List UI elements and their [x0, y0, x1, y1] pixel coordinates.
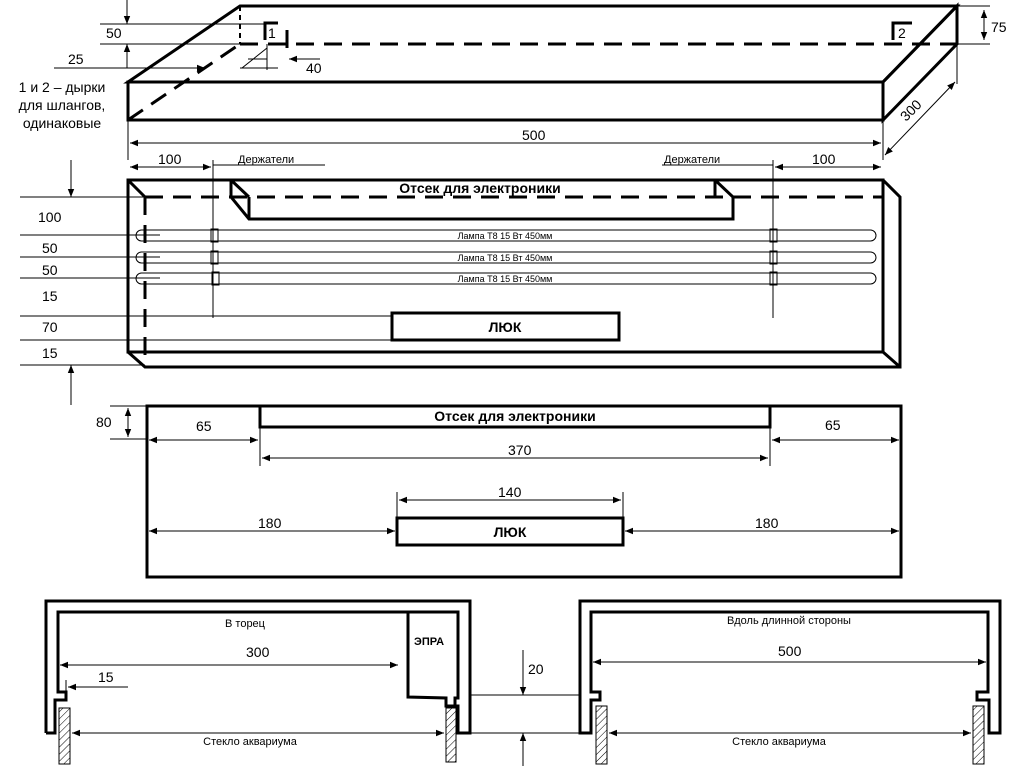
dim-75: 75 — [991, 19, 1007, 35]
hatch-label: ЛЮК — [494, 524, 527, 540]
side-dim: 70 — [42, 319, 58, 335]
dim-500: 500 — [778, 643, 802, 659]
dim-180-right: 180 — [755, 515, 779, 531]
compartment-label: Отсек для электроники — [434, 408, 595, 424]
hole-1-label: 1 — [268, 25, 276, 41]
side-dim: 50 — [42, 240, 58, 256]
dim-left-100: 100 — [158, 151, 182, 167]
lamp-label: Лампа Т8 15 Вт 450мм — [458, 274, 553, 284]
side-dim: 100 — [38, 209, 62, 225]
section-title: Вдоль длинной стороны — [727, 615, 851, 627]
dim-40: 40 — [306, 60, 322, 76]
glass-wall — [445, 707, 457, 763]
lamp-label: Лампа Т8 15 Вт 450мм — [458, 253, 553, 263]
end-section: В торец 300 15 ЭПРА Стекло аквариума 20 — [44, 599, 580, 766]
dim-500: 500 — [522, 127, 546, 143]
holders-left-label: Держатели — [238, 154, 294, 166]
glass-label: Стекло аквариума — [732, 736, 827, 748]
dim-65-right: 65 — [825, 417, 841, 433]
note-line-3: одинаковые — [23, 115, 102, 131]
dim-300: 300 — [246, 644, 270, 660]
dim-370: 370 — [508, 442, 532, 458]
side-dim: 15 — [42, 288, 58, 304]
isometric-view: 1 2 50 25 40 75 300 500 1 и 2 – дырки д — [19, 0, 1007, 160]
lamp: Лампа Т8 15 Вт 450мм — [135, 228, 877, 243]
dim-65-left: 65 — [196, 418, 212, 434]
hatch-label: ЛЮК — [489, 319, 522, 335]
plan-view: Отсек для электроники 80 65 65 370 140 Л… — [96, 404, 903, 579]
dim-20: 20 — [528, 661, 544, 677]
side-dim: 50 — [42, 262, 58, 278]
hole-2-label: 2 — [898, 25, 906, 41]
note-line-1: 1 и 2 – дырки — [19, 79, 106, 95]
glass-wall — [595, 705, 608, 765]
ballast-label: ЭПРА — [414, 636, 444, 648]
glass-wall — [972, 705, 985, 765]
dim-25: 25 — [68, 51, 84, 67]
glass-wall — [58, 707, 71, 765]
lamp: Лампа Т8 15 Вт 450мм — [135, 250, 877, 265]
note-line-2: для шлангов, — [19, 97, 106, 113]
front-view: Отсек для электроники 100 100 Держатели … — [20, 151, 902, 405]
dim-right-100: 100 — [812, 151, 836, 167]
dim-15: 15 — [98, 669, 114, 685]
compartment-label: Отсек для электроники — [399, 180, 560, 196]
long-section: Вдоль длинной стороны 500 Стекло аквариу… — [578, 599, 1002, 765]
lamp-label: Лампа Т8 15 Вт 450мм — [458, 231, 553, 241]
dim-140: 140 — [498, 484, 522, 500]
dim-180-left: 180 — [258, 515, 282, 531]
holders-right-label: Держатели — [664, 154, 720, 166]
section-title: В торец — [225, 618, 266, 630]
side-dim: 15 — [42, 345, 58, 361]
dim-80: 80 — [96, 414, 112, 430]
dim-50: 50 — [106, 25, 122, 41]
glass-label: Стекло аквариума — [203, 736, 298, 748]
lamp: Лампа Т8 15 Вт 450мм — [135, 271, 877, 286]
